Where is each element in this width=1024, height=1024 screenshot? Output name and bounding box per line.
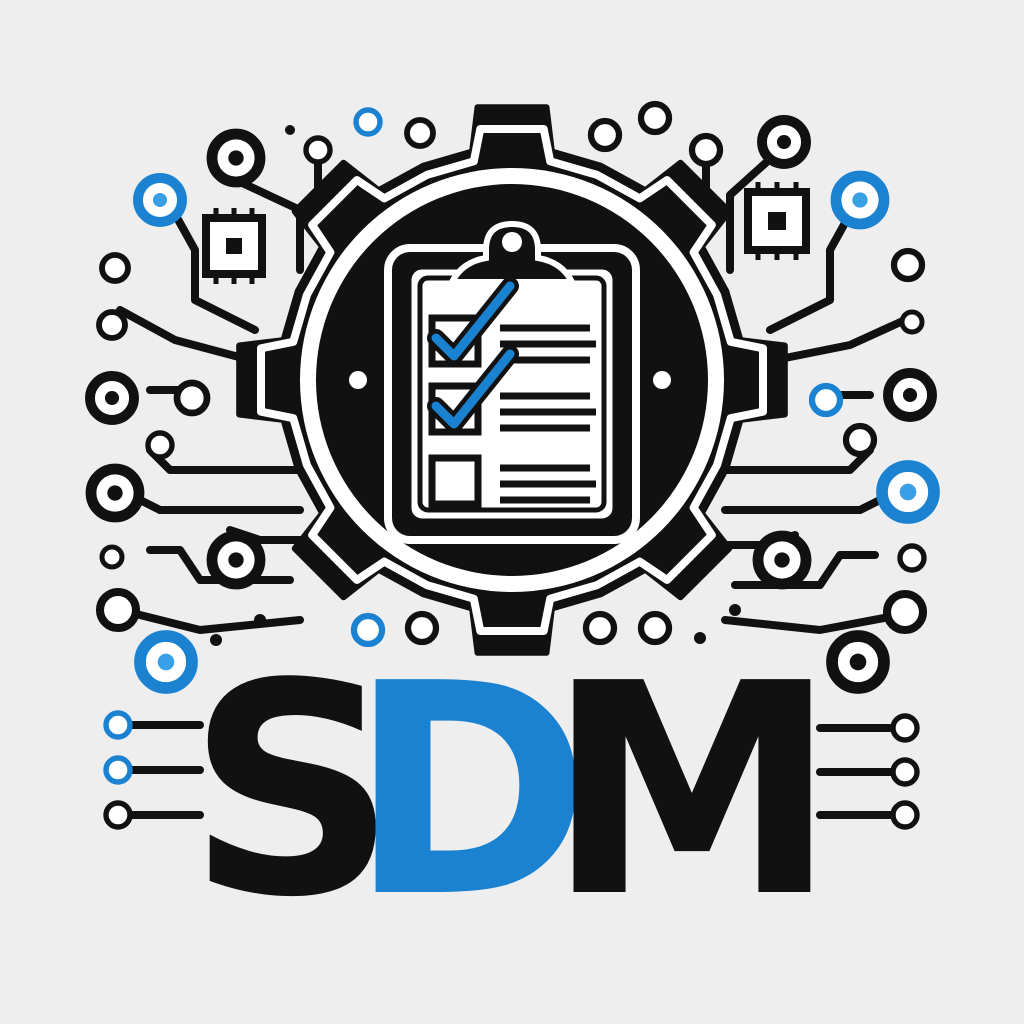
circuit-node-icon [582, 610, 618, 646]
checkmark-icon [431, 281, 515, 361]
logo-wordmark: S D M [187, 621, 837, 961]
circuit-node-core [899, 483, 917, 501]
circuit-node-core [852, 192, 868, 208]
circuit-node-icon [99, 544, 125, 570]
circuit-node-core [902, 387, 918, 403]
circuit-node-core [157, 653, 175, 671]
clipboard-icon [384, 220, 640, 544]
circuit-node-core [776, 134, 792, 150]
circuit-node-icon [404, 610, 440, 646]
circuit-node-icon [95, 587, 141, 633]
circuit-node-core [152, 192, 168, 208]
circuit-node-icon [899, 309, 925, 335]
chip-icon-left [202, 208, 266, 284]
circuit-node-core [228, 150, 244, 166]
chip-icon-right [744, 182, 810, 260]
letter-m: M [547, 621, 838, 961]
circuit-node-icon [285, 125, 295, 135]
circuit-node-icon [99, 252, 131, 284]
circuit-node-icon [890, 247, 926, 283]
circuit-node-icon [145, 430, 175, 460]
circuit-node-core [107, 485, 123, 501]
circuit-node-icon [637, 100, 673, 136]
circuit-node-icon [210, 634, 222, 646]
circuit-node-icon [694, 632, 706, 644]
circuit-node-icon [882, 589, 928, 635]
circuit-node-icon [404, 117, 436, 149]
circuit-node-icon [637, 610, 673, 646]
circuit-node-icon [353, 107, 383, 137]
circuit-node-icon [688, 132, 724, 168]
circuit-node-icon [96, 309, 128, 341]
circuit-node-icon [587, 117, 623, 153]
checklist [427, 277, 596, 508]
circuit-node-icon [350, 612, 386, 648]
circuit-node-icon [842, 422, 878, 458]
circuit-node-icon [103, 755, 133, 785]
circuit-node-icon [103, 800, 133, 830]
checkmark-icon [431, 349, 515, 429]
circuit-node-icon [103, 710, 133, 740]
circuit-node-icon [890, 800, 920, 830]
letter-s: S [187, 621, 397, 961]
circuit-node-icon [890, 713, 920, 743]
circuit-node-core [104, 390, 120, 406]
circuit-node-icon [173, 379, 211, 417]
circuit-node-icon [890, 757, 920, 787]
circuit-node-icon [303, 135, 333, 165]
circuit-node-icon [254, 614, 266, 626]
circuit-nodes [85, 100, 940, 830]
circuit-node-core [849, 653, 867, 671]
circuit-node-icon [729, 604, 741, 616]
circuit-node-icon [897, 543, 927, 573]
letter-d: D [349, 621, 591, 961]
circuit-node-core [774, 552, 790, 568]
circuit-node-icon [808, 382, 844, 418]
circuit-node-core [228, 552, 244, 568]
checkbox-icon [428, 454, 482, 508]
